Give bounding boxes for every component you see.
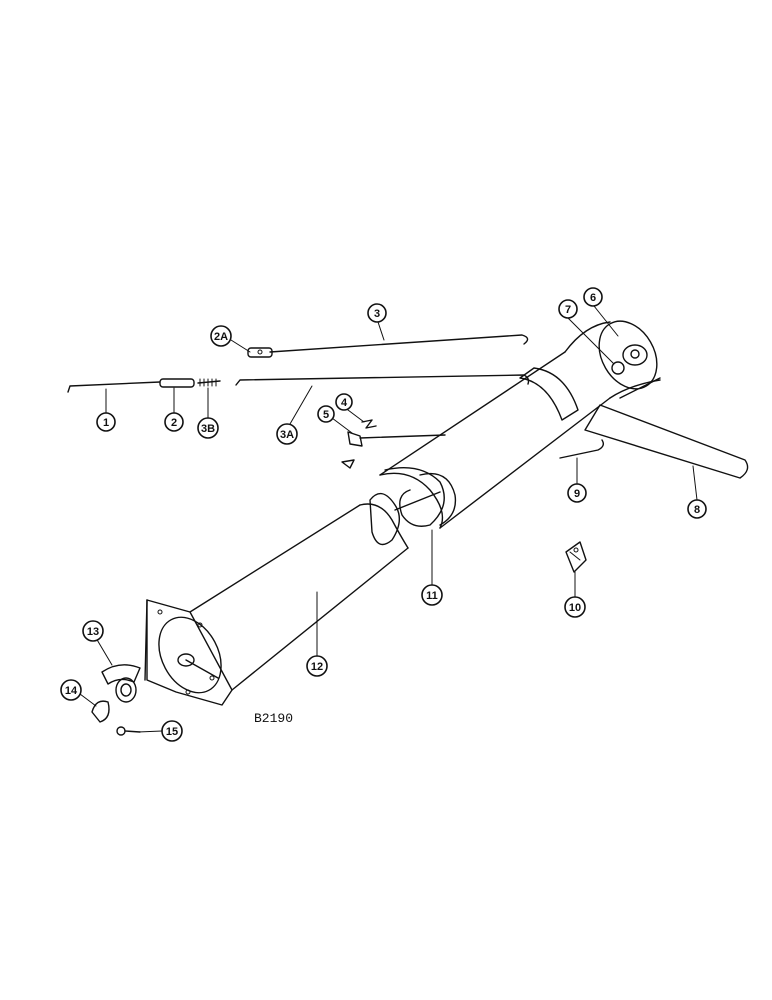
svg-text:13: 13 [87, 626, 99, 638]
rod-part-9 [559, 439, 605, 459]
callout-2: 2 [164, 412, 184, 432]
callout-15: 15 [161, 720, 183, 742]
callout-3b: 3B [197, 417, 219, 439]
bracket-part-10 [565, 541, 587, 573]
spring-part-4 [361, 419, 377, 429]
threaded-rod-part-3b [197, 378, 221, 387]
svg-text:3B: 3B [201, 423, 215, 435]
callout-3: 3 [367, 303, 387, 323]
callout-7: 7 [558, 299, 578, 319]
clip-part-2a [247, 347, 273, 358]
svg-text:12: 12 [311, 661, 323, 673]
rod-part-3 [269, 334, 529, 353]
callout-8: 8 [687, 499, 707, 519]
callout-14: 14 [60, 679, 82, 701]
callout-11: 11 [421, 584, 443, 606]
rod-part-1 [67, 381, 161, 393]
svg-text:2A: 2A [214, 331, 228, 343]
bearing-part-14 [91, 677, 137, 723]
callout-6: 6 [583, 287, 603, 307]
svg-text:1: 1 [103, 417, 109, 429]
svg-text:3: 3 [374, 308, 380, 320]
svg-text:2: 2 [171, 417, 177, 429]
callout-9: 9 [567, 483, 587, 503]
callout-5: 5 [317, 405, 335, 423]
callout-4: 4 [335, 393, 353, 411]
svg-text:9: 9 [574, 488, 580, 500]
auger-flighting-part-11 [369, 467, 457, 546]
bracket-part-5 [341, 431, 446, 469]
leader-lines [79, 305, 698, 733]
figure-code: B2190 [254, 711, 293, 726]
shield-part-13 [101, 664, 141, 685]
svg-text:11: 11 [426, 590, 438, 602]
svg-text:15: 15 [166, 726, 178, 738]
svg-text:8: 8 [694, 504, 700, 516]
callout-3a: 3A [276, 423, 298, 445]
callout-10: 10 [564, 596, 586, 618]
callout-2a: 2A [210, 325, 232, 347]
svg-text:5: 5 [323, 409, 329, 421]
bolt-part-15 [116, 726, 141, 736]
lower-tube-part-12 [144, 503, 409, 706]
svg-text:14: 14 [65, 685, 78, 697]
spout-part-8 [584, 377, 749, 479]
rod-part-3a [235, 374, 530, 386]
callout-12: 12 [306, 655, 328, 677]
connector-part-2 [159, 378, 195, 388]
svg-text:10: 10 [569, 602, 581, 614]
svg-text:4: 4 [341, 397, 348, 409]
svg-text:6: 6 [590, 292, 596, 304]
callout-1: 1 [96, 412, 116, 432]
svg-text:3A: 3A [280, 429, 294, 441]
svg-text:7: 7 [565, 304, 571, 316]
callout-13: 13 [82, 620, 104, 642]
